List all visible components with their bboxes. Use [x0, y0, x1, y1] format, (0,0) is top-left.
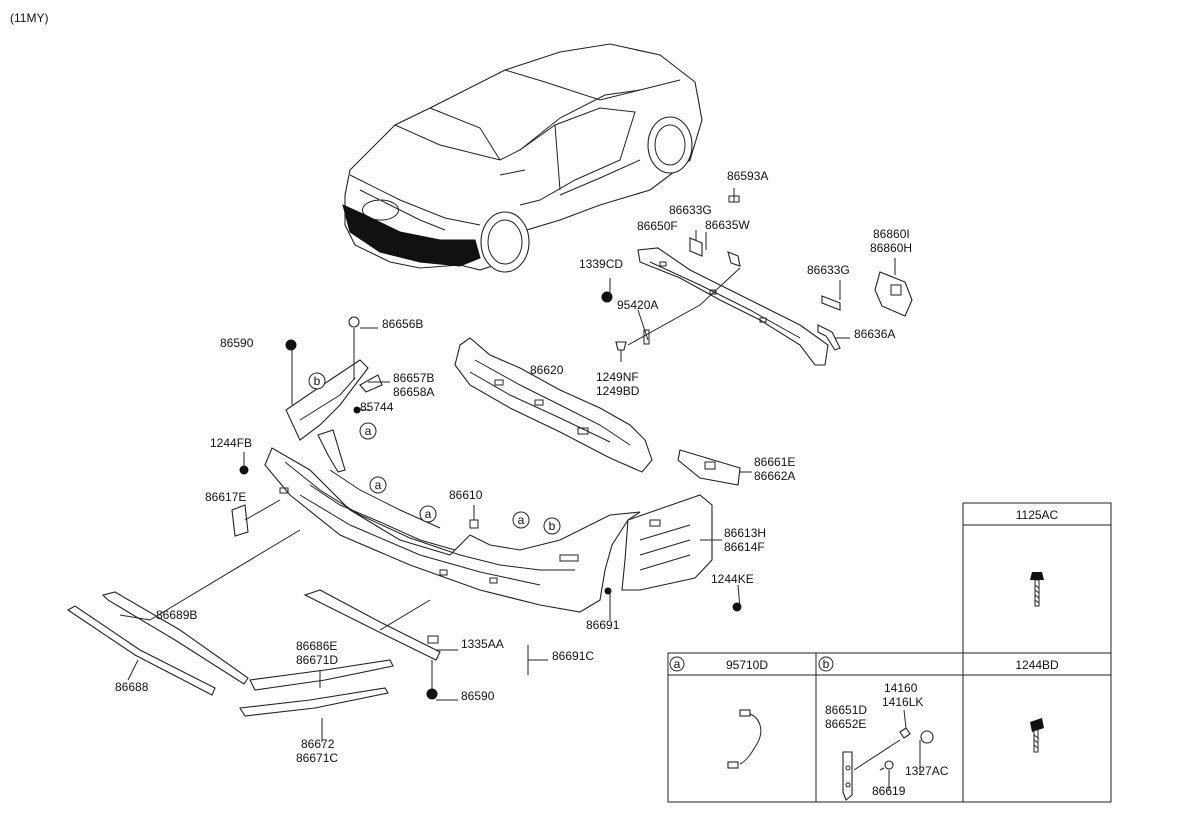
part-label-85744: 85744: [360, 400, 394, 414]
legend-cell-b-marker: b: [823, 657, 830, 671]
leader-lines: [119, 188, 896, 742]
callout-letter: a: [365, 424, 372, 438]
part-label-86671d: 86671D: [296, 653, 338, 667]
legend-cell-a-header: 95710D: [726, 658, 768, 672]
legend-top-header: 1125AC: [1016, 508, 1059, 522]
part-label-86610: 86610: [449, 488, 483, 502]
callout-b-1: b: [308, 372, 326, 390]
callout-circle: [543, 517, 561, 535]
sensor-harness-icon: [727, 709, 762, 769]
part-label-1249nf: 1249NF: [596, 370, 639, 384]
right-bracket: [621, 449, 741, 591]
callout-letter: b: [314, 374, 321, 388]
legend-label-86619: 86619: [872, 784, 906, 798]
part-label-86689b: 86689B: [156, 608, 197, 622]
legend-cell-a-marker: a: [674, 657, 681, 671]
part-label-86614f: 86614F: [724, 540, 765, 554]
part-label-86656b: 86656B: [382, 317, 423, 331]
fasteners: [239, 291, 742, 700]
callout-circle: [308, 372, 326, 390]
part-label-86635w: 86635W: [705, 218, 750, 232]
part-label-1244ke: 1244KE: [711, 572, 754, 586]
car-illustration: [342, 43, 703, 273]
bumper-absorber: [454, 337, 653, 473]
callout-a-3: a: [419, 505, 437, 523]
legend-label-1327ac: 1327AC: [905, 764, 949, 778]
callout-circle: [512, 511, 530, 529]
callout-a-4: a: [512, 511, 530, 529]
callout-circle: [359, 422, 377, 440]
part-label-86593a: 86593A: [727, 169, 768, 183]
callout-b-2: b: [543, 517, 561, 535]
part-label-86617e: 86617E: [205, 490, 246, 504]
callout-a-2: a: [369, 476, 387, 494]
rear-beam: [637, 195, 913, 366]
part-label-86590-top: 86590: [220, 336, 254, 350]
part-label-86620: 86620: [530, 363, 564, 377]
callout-letter: a: [375, 478, 382, 492]
callout-letter: a: [518, 513, 525, 527]
bolt-1125ac-icon: [1030, 572, 1044, 607]
legend-cell-c-header: 1244BD: [1015, 658, 1059, 672]
bumper-cover: [264, 447, 641, 613]
part-label-86671c: 86671C: [296, 751, 338, 765]
part-label-86860i: 86860I: [873, 227, 910, 241]
model-code: (11MY): [10, 11, 48, 25]
part-label-86672: 86672: [301, 737, 335, 751]
left-brackets: [231, 359, 383, 537]
callouts: b a a a a b: [308, 372, 561, 535]
part-label-86662a: 86662A: [754, 469, 795, 483]
callout-letter: b: [549, 519, 556, 533]
legend-label-14160: 14160: [884, 681, 918, 695]
part-label-86691c: 86691C: [552, 649, 594, 663]
callout-circle: [369, 476, 387, 494]
part-label-1244fb: 1244FB: [210, 436, 252, 450]
lower-strips: [66, 589, 441, 717]
part-label-86590-bottom: 86590: [461, 689, 495, 703]
legend-table: 1125AC a 95710D b 1244BD: [667, 502, 1112, 803]
part-label-86658a: 86658A: [393, 385, 434, 399]
part-label-86613h: 86613H: [724, 526, 766, 540]
part-label-86657b: 86657B: [393, 371, 434, 385]
part-label-86633g-right: 86633G: [807, 263, 850, 277]
callout-letter: a: [425, 507, 432, 521]
legend-label-86652e: 86652E: [825, 717, 866, 731]
bolt-1244bd-icon: [1030, 718, 1044, 753]
part-label-86860h: 86860H: [870, 241, 912, 255]
callout-a-1: a: [359, 422, 377, 440]
part-label-1335aa: 1335AA: [461, 637, 504, 651]
part-label-86686e: 86686E: [296, 639, 337, 653]
part-label-1249bd: 1249BD: [596, 384, 640, 398]
part-label-86688: 86688: [115, 680, 149, 694]
part-label-86661e: 86661E: [754, 455, 795, 469]
bracket-kit-icon: [842, 709, 934, 801]
callout-circle: [419, 505, 437, 523]
legend-label-86651d: 86651D: [825, 703, 867, 717]
part-label-1339cd: 1339CD: [579, 257, 623, 271]
part-label-86633g-top: 86633G: [669, 203, 712, 217]
part-label-86636a: 86636A: [854, 327, 895, 341]
part-label-86691: 86691: [586, 618, 620, 632]
part-label-86650f: 86650F: [637, 219, 678, 233]
part-label-95420a: 95420A: [617, 298, 658, 312]
legend-label-1416lk: 1416LK: [882, 695, 923, 709]
